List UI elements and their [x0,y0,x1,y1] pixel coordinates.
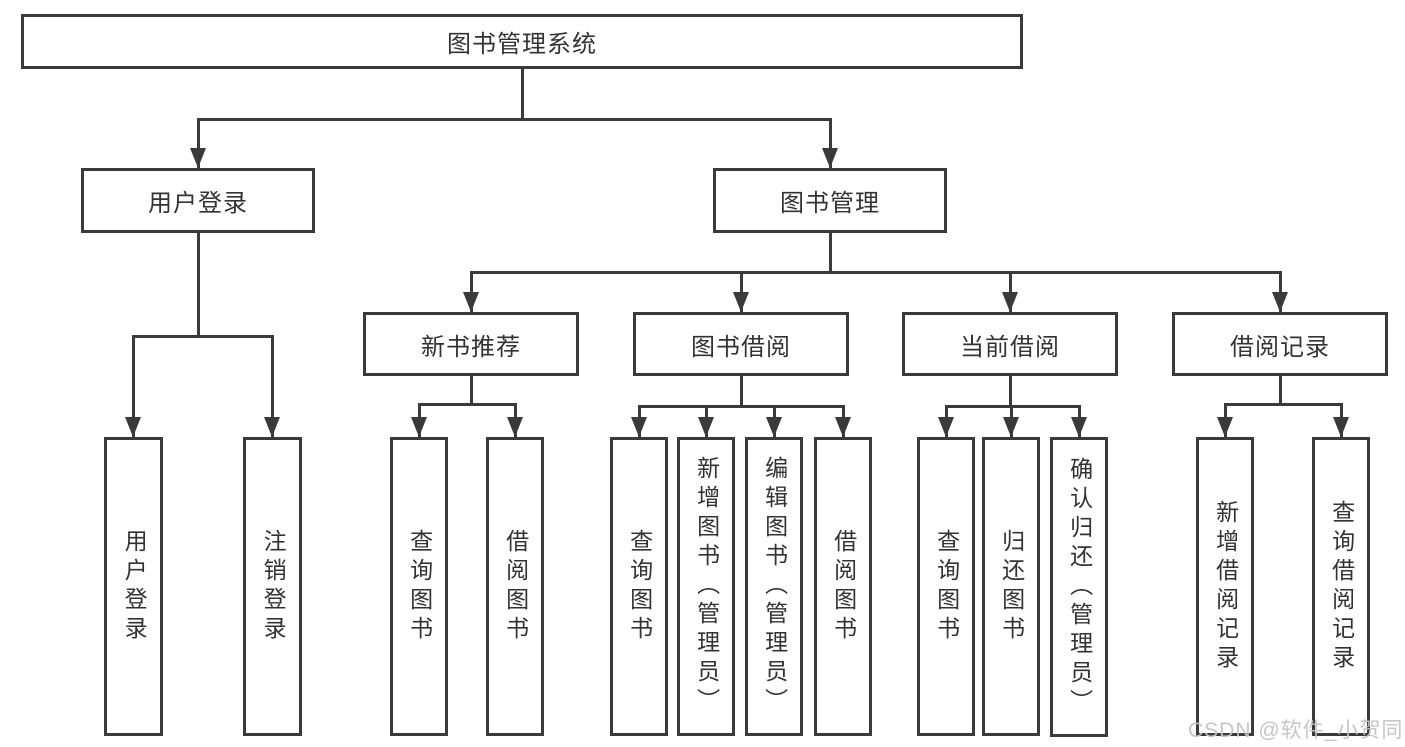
connector-line [417,402,517,406]
node-current-borrowing: 当前借阅 [902,312,1118,376]
leaf-borrow-books: 借阅图书 [814,437,872,736]
leaf-label: 查询图书 [626,528,653,645]
connector-line [1008,376,1012,406]
node-label: 新书推荐 [421,333,521,361]
connector-line [196,119,200,168]
node-label: 图书管理 [780,190,880,217]
node-library-system-root: 图书管理系统 [21,14,1023,69]
arrow-down-icon [507,417,523,437]
arrow-down-icon [1272,292,1288,312]
leaf-add-books-admin: 新增图书（管理员） [677,437,735,736]
connector-line [828,233,832,272]
connector-line [469,270,1282,274]
node-new-book-recommend: 新书推荐 [363,312,579,376]
arrow-down-icon [766,417,782,437]
leaf-label: 归还图书 [998,528,1025,645]
arrow-down-icon [411,417,427,437]
leaf-label: 借阅图书 [830,528,857,645]
leaf-edit-books-admin: 编辑图书（管理员） [745,437,803,736]
leaf-label: 查询图书 [406,528,433,645]
connector-line [469,376,473,404]
leaf-query-books-borrowing: 查询图书 [610,437,668,736]
connector-line [520,69,524,119]
leaf-query-books-current: 查询图书 [917,437,975,736]
leaf-query-books-recommend: 查询图书 [390,437,448,736]
leaf-borrow-books-recommend: 借阅图书 [486,437,544,736]
arrow-down-icon [698,417,714,437]
arrow-down-icon [264,417,280,437]
node-label: 借阅记录 [1230,333,1330,361]
arrow-down-icon [822,148,838,168]
arrow-down-icon [938,417,954,437]
arrow-down-icon [835,417,851,437]
leaf-label: 查询借阅记录 [1328,499,1355,674]
connector-line [196,117,832,121]
node-borrowing-records: 借阅记录 [1172,312,1388,376]
leaf-label: 借阅图书 [502,528,529,645]
connector-line [131,336,135,437]
leaf-confirm-return-admin: 确认归还（管理员） [1050,437,1108,737]
arrow-down-icon [631,417,647,437]
node-label: 当前借阅 [960,333,1060,361]
node-user-login: 用户登录 [81,168,315,233]
leaf-user-login: 用户登录 [104,437,163,736]
leaf-label: 编辑图书（管理员） [761,456,788,717]
leaf-label: 注销登录 [260,528,287,645]
arrow-down-icon [733,292,749,312]
connector-line [270,336,274,437]
node-label: 图书管理系统 [447,31,597,58]
leaf-label: 用户登录 [121,528,148,645]
leaf-label: 新增图书（管理员） [693,456,720,717]
leaf-return-books: 归还图书 [982,437,1040,736]
csdn-watermark: CSDN @软件_小贺同学 [1188,719,1405,742]
arrow-down-icon [463,292,479,312]
leaf-query-borrow-record: 查询借阅记录 [1312,437,1370,736]
connector-line [196,233,200,336]
arrow-down-icon [1002,292,1018,312]
leaf-label: 新增借阅记录 [1212,499,1239,674]
connector-line [1278,376,1282,404]
connector-line [1223,402,1343,406]
arrow-down-icon [1333,417,1349,437]
connector-line [944,404,1081,408]
arrow-down-icon [190,148,206,168]
node-book-borrowing: 图书借阅 [633,312,849,376]
node-label: 图书借阅 [691,333,791,361]
arrow-down-icon [1217,417,1233,437]
connector-line [131,334,274,338]
leaf-add-borrow-record: 新增借阅记录 [1196,437,1254,736]
node-book-management: 图书管理 [713,168,947,233]
arrow-down-icon [1003,417,1019,437]
connector-line [828,119,832,168]
leaf-label: 查询图书 [933,528,960,645]
leaf-label: 确认归还（管理员） [1066,456,1093,718]
leaf-logout: 注销登录 [243,437,302,736]
node-label: 用户登录 [148,190,248,217]
connector-line [637,404,845,408]
connector-line [739,376,743,406]
arrow-down-icon [125,417,141,437]
arrow-down-icon [1071,417,1087,437]
